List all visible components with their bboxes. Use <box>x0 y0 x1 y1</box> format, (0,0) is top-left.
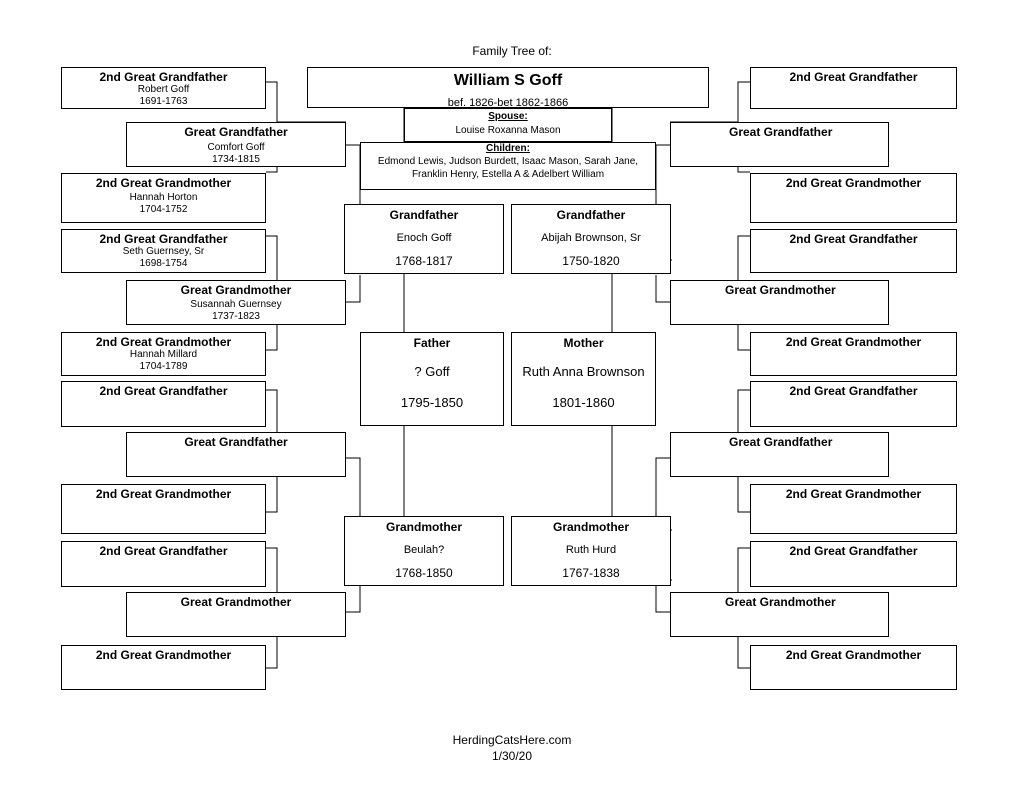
left-great-name: Susannah Guernsey <box>190 299 282 310</box>
paternal-grandfather-box: Grandfather Enoch Goff 1768-1817 <box>344 204 504 274</box>
spouse-name: Louise Roxanna Mason <box>455 125 561 136</box>
left-2nd-great-label: 2nd Great Grandfather <box>99 232 228 246</box>
right-2nd-great-box-6: 2nd Great Grandmother <box>750 484 957 534</box>
right-2nd-great-label: 2nd Great Grandmother <box>785 335 922 349</box>
left-2nd-great-dates: 1704-1752 <box>139 204 188 215</box>
children-box: Children: Edmond Lewis, Judson Burdett, … <box>360 142 656 190</box>
footer-site: HerdingCatsHere.com <box>452 733 572 747</box>
maternal-grandmother-box: Grandmother Ruth Hurd 1767-1838 <box>511 516 671 586</box>
left-great-dates: 1734-1815 <box>212 154 260 165</box>
right-2nd-great-box-8: 2nd Great Grandmother <box>750 645 957 690</box>
paternal-grandmother-name: Beulah? <box>403 544 445 556</box>
maternal-grandmother-dates: 1767-1838 <box>562 566 620 580</box>
right-great-box-3: Great Grandfather <box>670 432 889 477</box>
left-2nd-great-label: 2nd Great Grandmother <box>95 648 232 662</box>
left-2nd-great-label: 2nd Great Grandmother <box>95 335 232 349</box>
right-2nd-great-label: 2nd Great Grandfather <box>789 232 918 246</box>
right-great-box-1: Great Grandfather <box>670 122 889 167</box>
left-great-label: Great Grandmother <box>180 595 292 609</box>
left-2nd-great-box-4: 2nd Great Grandmother Hannah Millard 170… <box>61 332 266 376</box>
father-dates: 1795-1850 <box>400 395 464 410</box>
maternal-grandmother-name: Ruth Hurd <box>565 544 617 556</box>
right-great-label: Great Grandmother <box>725 595 836 609</box>
right-2nd-great-box-4: 2nd Great Grandmother <box>750 332 957 376</box>
mother-name: Ruth Anna Brownson <box>522 364 645 379</box>
right-2nd-great-box-7: 2nd Great Grandfather <box>750 541 957 587</box>
left-great-box-1: Great Grandfather Comfort Goff 1734-1815 <box>126 122 346 167</box>
left-2nd-great-name: Hannah Horton <box>129 192 198 203</box>
right-2nd-great-box-1: 2nd Great Grandfather <box>750 67 957 109</box>
paternal-grandfather-label: Grandfather <box>389 208 459 222</box>
left-great-name: Comfort Goff <box>207 142 265 153</box>
left-2nd-great-box-3: 2nd Great Grandfather Seth Guernsey, Sr … <box>61 229 266 273</box>
mother-label: Mother <box>563 336 604 350</box>
left-2nd-great-box-8: 2nd Great Grandmother <box>61 645 266 690</box>
right-2nd-great-label: 2nd Great Grandfather <box>789 544 918 558</box>
left-2nd-great-label: 2nd Great Grandmother <box>95 487 232 501</box>
maternal-grandmother-label: Grandmother <box>552 520 629 534</box>
mother-box: Mother Ruth Anna Brownson 1801-1860 <box>511 332 656 426</box>
paternal-grandmother-label: Grandmother <box>385 520 462 534</box>
footer-date: 1/30/20 <box>491 749 533 763</box>
maternal-grandfather-box: Grandfather Abijah Brownson, Sr 1750-182… <box>511 204 671 274</box>
mother-dates: 1801-1860 <box>552 395 615 410</box>
paternal-grandfather-dates: 1768-1817 <box>395 254 453 268</box>
left-2nd-great-dates: 1704-1789 <box>139 361 188 372</box>
left-great-box-4: Great Grandmother <box>126 592 346 637</box>
right-great-label: Great Grandfather <box>729 435 833 449</box>
root-name: William S Goff <box>453 72 563 89</box>
children-label: Children: <box>486 143 530 154</box>
father-box: Father ? Goff 1795-1850 <box>360 332 504 426</box>
right-2nd-great-label: 2nd Great Grandmother <box>785 176 922 190</box>
left-great-dates: 1737-1823 <box>212 311 260 322</box>
left-2nd-great-label: 2nd Great Grandfather <box>99 70 228 84</box>
left-2nd-great-box-7: 2nd Great Grandfather <box>61 541 266 587</box>
left-2nd-great-label: 2nd Great Grandfather <box>99 384 228 398</box>
right-2nd-great-label: 2nd Great Grandfather <box>789 384 918 398</box>
left-2nd-great-dates: 1698-1754 <box>139 258 188 269</box>
left-great-box-2: Great Grandmother Susannah Guernsey 1737… <box>126 280 346 325</box>
left-great-label: Great Grandmother <box>180 283 292 297</box>
right-great-label: Great Grandfather <box>729 125 833 139</box>
tree-header: Family Tree of: <box>472 44 552 58</box>
left-great-label: Great Grandfather <box>184 125 288 139</box>
right-2nd-great-label: 2nd Great Grandmother <box>785 487 922 501</box>
left-2nd-great-name: Hannah Millard <box>129 349 198 360</box>
root-person-box: William S Goff <box>307 67 709 108</box>
root-dates: bef. 1826-bet 1862-1866 <box>447 97 569 109</box>
left-2nd-great-dates: 1691-1763 <box>139 96 188 107</box>
left-2nd-great-box-2: 2nd Great Grandmother Hannah Horton 1704… <box>61 173 266 223</box>
right-2nd-great-box-5: 2nd Great Grandfather <box>750 381 957 427</box>
left-great-label: Great Grandfather <box>184 435 288 449</box>
left-2nd-great-box-6: 2nd Great Grandmother <box>61 484 266 534</box>
maternal-grandfather-label: Grandfather <box>556 208 626 222</box>
paternal-grandfather-name: Enoch Goff <box>396 232 452 244</box>
right-great-label: Great Grandmother <box>725 283 836 297</box>
left-2nd-great-label: 2nd Great Grandfather <box>99 544 228 558</box>
right-great-box-4: Great Grandmother <box>670 592 889 637</box>
spouse-label: Spouse: <box>488 111 528 122</box>
right-great-box-2: Great Grandmother <box>670 280 889 325</box>
left-great-box-3: Great Grandfather <box>126 432 346 477</box>
left-2nd-great-box-5: 2nd Great Grandfather <box>61 381 266 427</box>
paternal-grandmother-dates: 1768-1850 <box>395 566 453 580</box>
maternal-grandfather-dates: 1750-1820 <box>562 254 620 268</box>
right-2nd-great-label: 2nd Great Grandfather <box>789 70 918 84</box>
left-2nd-great-name: Seth Guernsey, Sr <box>122 246 205 257</box>
paternal-grandmother-box: Grandmother Beulah? 1768-1850 <box>344 516 504 586</box>
right-2nd-great-box-3: 2nd Great Grandfather <box>750 229 957 273</box>
maternal-grandfather-name: Abijah Brownson, Sr <box>541 232 641 244</box>
left-2nd-great-box-1: 2nd Great Grandfather Robert Goff 1691-1… <box>61 67 266 109</box>
spouse-box: Spouse: Louise Roxanna Mason <box>404 108 612 142</box>
children-line-1: Edmond Lewis, Judson Burdett, Isaac Maso… <box>377 156 639 167</box>
right-2nd-great-box-2: 2nd Great Grandmother <box>750 173 957 223</box>
left-2nd-great-name: Robert Goff <box>137 84 190 95</box>
left-2nd-great-label: 2nd Great Grandmother <box>95 176 232 190</box>
right-2nd-great-label: 2nd Great Grandmother <box>785 648 922 662</box>
father-name: ? Goff <box>414 364 450 379</box>
father-label: Father <box>413 336 451 350</box>
children-line-2: Franklin Henry, Estella A & Adelbert Wil… <box>411 169 605 180</box>
